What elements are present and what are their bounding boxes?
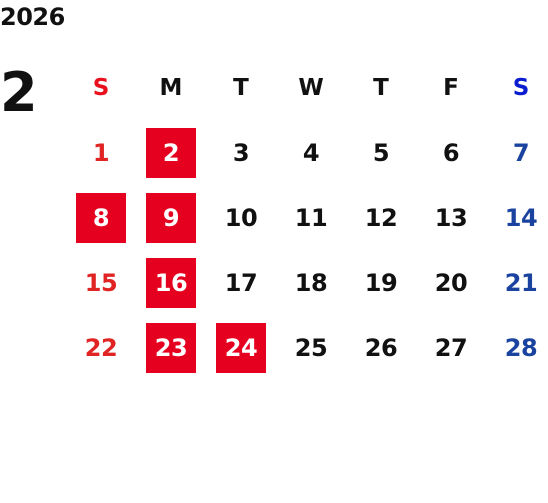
calendar-day[interactable]: 22	[66, 315, 136, 380]
day-number: 1	[92, 138, 110, 167]
day-number: 22	[84, 333, 118, 362]
calendar-day-highlighted[interactable]: 23	[136, 315, 206, 380]
weekday-header-sunday: S	[92, 74, 110, 101]
day-number: 13	[434, 203, 468, 232]
calendar-day[interactable]: 1	[66, 120, 136, 185]
day-number: 28	[504, 333, 538, 362]
calendar-day[interactable]: 4	[276, 120, 346, 185]
calendar-day[interactable]: 6	[416, 120, 486, 185]
calendar-day[interactable]: 10	[206, 185, 276, 250]
calendar-day[interactable]: 21	[486, 250, 548, 315]
calendar-day[interactable]: 17	[206, 250, 276, 315]
calendar-day[interactable]: 25	[276, 315, 346, 380]
calendar-day[interactable]: 15	[66, 250, 136, 315]
day-number: 15	[84, 268, 118, 297]
calendar-month: 2	[0, 61, 38, 124]
day-number: 2	[146, 127, 196, 178]
calendar-day-highlighted[interactable]: 2	[136, 120, 206, 185]
day-number: 3	[232, 138, 250, 167]
calendar-day[interactable]: 14	[486, 185, 548, 250]
calendar-day-highlighted[interactable]: 9	[136, 185, 206, 250]
calendar-day[interactable]: 11	[276, 185, 346, 250]
day-number: 18	[294, 268, 328, 297]
calendar-day[interactable]: 20	[416, 250, 486, 315]
day-number: 24	[216, 322, 266, 373]
calendar-year: 2026	[0, 3, 65, 31]
day-number: 8	[76, 192, 126, 243]
weekday-header-monday: M	[159, 74, 183, 101]
day-number: 21	[504, 268, 538, 297]
day-number: 11	[294, 203, 328, 232]
calendar-day-highlighted[interactable]: 24	[206, 315, 276, 380]
day-number: 25	[294, 333, 328, 362]
weekday-header-thursday: T	[373, 74, 389, 101]
day-number: 5	[372, 138, 390, 167]
day-number: 12	[364, 203, 398, 232]
day-number: 7	[512, 138, 530, 167]
day-number: 4	[302, 138, 320, 167]
weekday-header-saturday: S	[512, 74, 530, 101]
day-number: 26	[364, 333, 398, 362]
weekday-header-tuesday: T	[233, 74, 249, 101]
weekday-header-wednesday: W	[298, 74, 324, 101]
day-number: 14	[504, 203, 538, 232]
day-number: 27	[434, 333, 468, 362]
day-number: 10	[224, 203, 258, 232]
calendar-day[interactable]: 18	[276, 250, 346, 315]
calendar-day[interactable]: 12	[346, 185, 416, 250]
day-number: 9	[146, 192, 196, 243]
calendar-day[interactable]: 26	[346, 315, 416, 380]
calendar-day[interactable]: 13	[416, 185, 486, 250]
calendar-day[interactable]: 27	[416, 315, 486, 380]
weekday-header-friday: F	[443, 74, 459, 101]
calendar-day[interactable]: 5	[346, 120, 416, 185]
day-number: 23	[146, 322, 196, 373]
calendar-day[interactable]: 28	[486, 315, 548, 380]
day-number: 20	[434, 268, 468, 297]
calendar-day[interactable]: 7	[486, 120, 548, 185]
calendar-day-highlighted[interactable]: 8	[66, 185, 136, 250]
day-number: 16	[146, 257, 196, 308]
day-number: 19	[364, 268, 398, 297]
calendar-day[interactable]: 19	[346, 250, 416, 315]
calendar-grid: S M T W T F S 1 2 3 4 5 6 7 8 9 10 11 12…	[66, 55, 548, 380]
calendar-day[interactable]: 3	[206, 120, 276, 185]
calendar-day-highlighted[interactable]: 16	[136, 250, 206, 315]
day-number: 6	[442, 138, 460, 167]
day-number: 17	[224, 268, 258, 297]
